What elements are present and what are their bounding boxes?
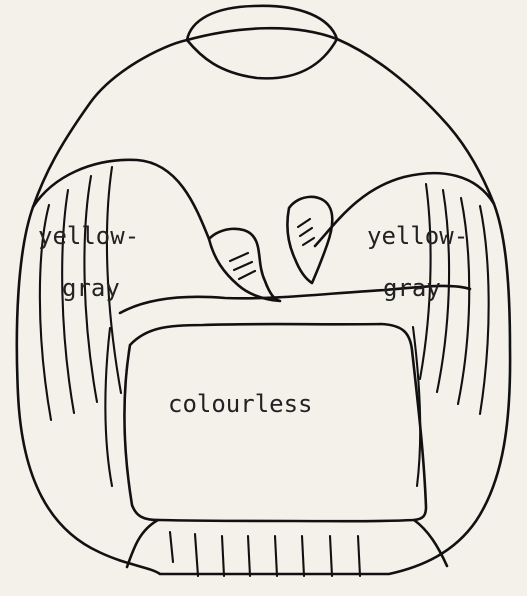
bottom-fringe-lines: [170, 532, 360, 576]
right-inner-curve: [413, 327, 420, 486]
label-right-yellow: yellow-: [367, 222, 468, 250]
bottom-fringe: [127, 520, 447, 567]
left-papilla-grooves: [230, 253, 255, 279]
right-papilla-grooves: [298, 219, 314, 245]
label-center-colourless: colourless: [168, 390, 313, 418]
label-left-gray: gray: [62, 274, 120, 302]
left-inner-curve: [105, 328, 112, 486]
label-right-gray: gray: [383, 274, 441, 302]
central-plate: [124, 324, 426, 521]
top-crown: [187, 39, 337, 78]
label-left-yellow: yellow-: [38, 222, 139, 250]
